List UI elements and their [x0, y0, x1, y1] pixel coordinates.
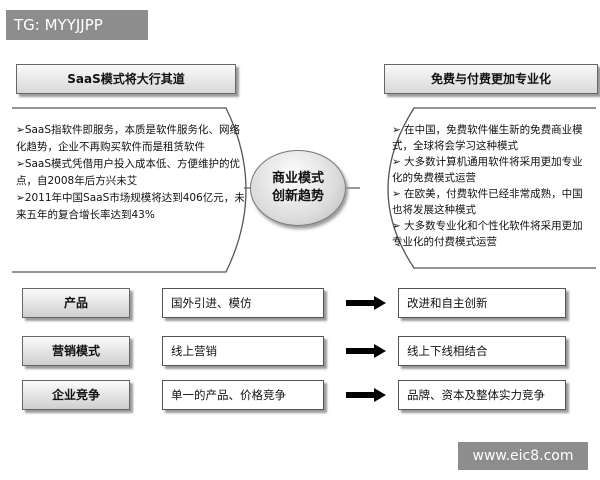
right-header: 免费与付费更加专业化 — [384, 64, 598, 94]
center-circle: 商业模式 创新趋势 — [250, 150, 346, 226]
left-bullet-1: ➢SaaS指软件即服务，本质是软件服务化、网络化趋势，企业不再购买软件而是租赁软… — [16, 124, 241, 153]
source-tag: TG: MYYJJPP — [6, 10, 148, 40]
row-from-competition: 单一的产品、价格竞争 — [162, 380, 324, 410]
right-bullet-4: ➢ 大多数专业化和个性化软件将采用更加专业化的付费模式运营 — [392, 220, 583, 248]
row-label-marketing: 营销模式 — [22, 336, 130, 366]
left-arc — [12, 107, 247, 273]
center-line-2: 创新趋势 — [271, 189, 324, 204]
row-label-competition: 企业竞争 — [22, 380, 130, 410]
right-bullet-2: ➢ 大多数计算机通用软件将采用更加专业化的免费模式运营 — [392, 156, 583, 184]
arrow-right-icon — [346, 388, 386, 402]
arrow-right-icon — [346, 296, 386, 310]
right-bullet-3: ➢ 在欧美，付费软件已经非常成熟，中国也将发展这种模式 — [392, 188, 583, 216]
row-to-competition: 品牌、资本及整体实力竞争 — [398, 380, 566, 410]
left-bullet-list: ➢SaaS指软件即服务，本质是软件服务化、网络化趋势，企业不再购买软件而是租赁软… — [16, 122, 246, 224]
right-arc — [387, 107, 596, 269]
row-label-product: 产品 — [22, 288, 130, 318]
center-line-1: 商业模式 — [271, 171, 324, 186]
row-from-marketing: 线上营销 — [162, 336, 324, 366]
left-header: SaaS模式将大行其道 — [16, 64, 236, 94]
right-bullet-list: ➢ 在中国，免费软件催生新的免费商业模式，全球将会学习这种模式 ➢ 大多数计算机… — [392, 122, 592, 250]
left-bullet-2: ➢SaaS模式凭借用户投入成本低、方便维护的优点，自2008年后方兴未艾 — [16, 158, 241, 187]
watermark: www.eic8.com — [458, 442, 588, 470]
row-from-product: 国外引进、模仿 — [162, 288, 324, 318]
row-to-product: 改进和自主创新 — [398, 288, 566, 318]
right-bullet-1: ➢ 在中国，免费软件催生新的免费商业模式，全球将会学习这种模式 — [392, 124, 583, 152]
row-to-marketing: 线上下线相结合 — [398, 336, 566, 366]
arrow-right-icon — [346, 344, 386, 358]
left-bullet-3: ➢2011年中国SaaS市场规模将达到406亿元，未来五年的复合增长率达到43% — [16, 192, 245, 221]
